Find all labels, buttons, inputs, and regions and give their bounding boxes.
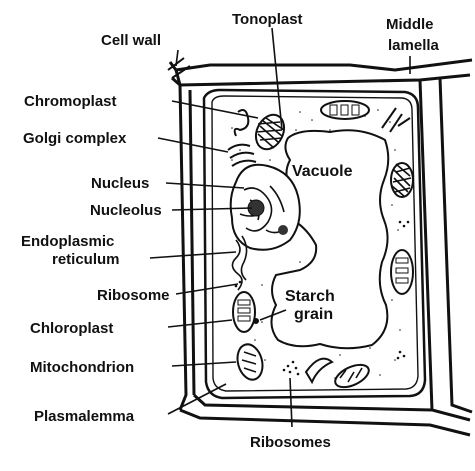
label-starch-1: Starch <box>285 288 335 305</box>
label-tonoplast: Tonoplast <box>232 11 303 28</box>
label-golgi: Golgi complex <box>23 130 127 147</box>
label-chromoplast: Chromoplast <box>24 93 117 110</box>
label-chloroplast: Chloroplast <box>30 320 113 337</box>
label-starch-2: grain <box>294 306 333 323</box>
cell-wall-stub <box>168 58 190 78</box>
label-er-2: reticulum <box>52 251 120 268</box>
mitochondrion-3 <box>306 359 332 382</box>
golgi-right <box>382 108 410 132</box>
mitochondrion-2 <box>332 360 372 392</box>
starch-grain <box>253 318 259 324</box>
label-nucleus: Nucleus <box>91 175 149 192</box>
chloroplast-right <box>391 250 413 294</box>
label-vacuole: Vacuole <box>292 163 353 180</box>
label-mitochondrion: Mitochondrion <box>30 359 134 376</box>
label-ribosome: Ribosome <box>97 287 170 304</box>
chromoplast <box>251 110 290 154</box>
mitochondrion <box>234 342 266 383</box>
label-er-1: Endoplasmic <box>21 233 114 250</box>
chloroplast <box>233 292 255 332</box>
label-middle: Middle <box>386 16 434 33</box>
label-nucleolus: Nucleolus <box>90 202 162 219</box>
nucleus <box>231 165 300 250</box>
label-plasmalemma: Plasmalemma <box>34 408 135 425</box>
chromoplast-right <box>391 163 413 197</box>
label-cell-wall: Cell wall <box>101 32 161 49</box>
label-ribosomes: Ribosomes <box>250 434 331 451</box>
chloroplast-top <box>321 101 369 119</box>
label-lamella: lamella <box>388 37 440 54</box>
golgi-complex <box>228 145 256 166</box>
